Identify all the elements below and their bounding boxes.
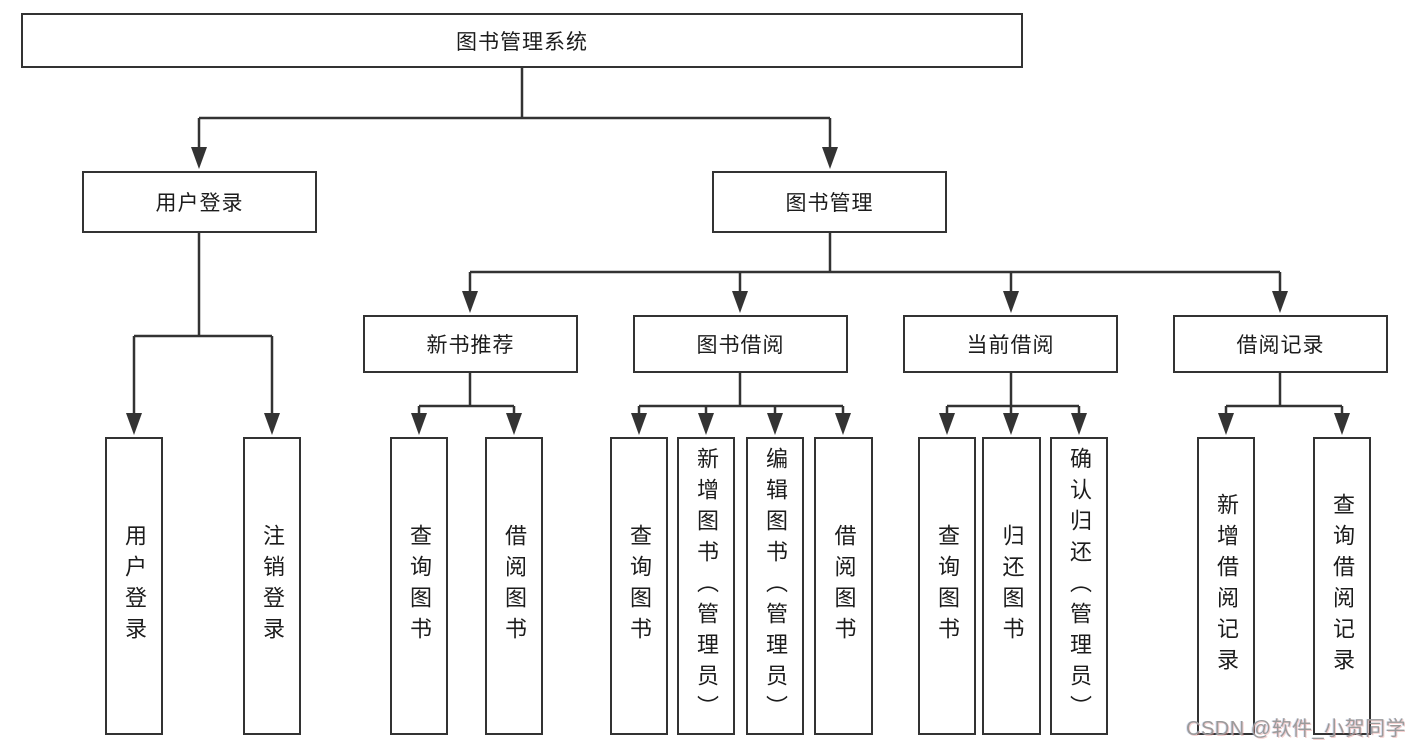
leaf-query-books-recommendation: 查询图书: [390, 437, 448, 735]
node-label: 借阅图书: [831, 524, 857, 648]
node-label: 用户登录: [122, 524, 147, 648]
node-book-management: 图书管理: [712, 171, 947, 233]
node-label: 图书管理系统: [456, 30, 588, 54]
node-label: 借阅记录: [1236, 334, 1325, 357]
node-label: 确认归还（管理员）: [1067, 446, 1092, 726]
node-label: 编辑图书（管理员）: [763, 446, 788, 726]
node-new-book-recommendation: 新书推荐: [363, 315, 578, 373]
leaf-query-books-current: 查询图书: [918, 437, 976, 735]
arrowheads: [126, 147, 1350, 435]
leaf-confirm-return-admin: 确认归还（管理员）: [1050, 437, 1108, 735]
leaf-add-books-admin: 新增图书（管理员）: [677, 437, 735, 735]
node-label: 借阅图书: [502, 524, 527, 648]
node-label: 当前借阅: [966, 334, 1055, 357]
leaf-borrow-books-recommendation: 借阅图书: [485, 437, 543, 735]
node-label: 查询图书: [935, 524, 960, 648]
node-label: 新增借阅记录: [1214, 493, 1239, 679]
node-label: 新增图书（管理员）: [694, 446, 719, 726]
node-label: 图书借阅: [696, 334, 785, 357]
node-library-management-system: 图书管理系统: [21, 13, 1023, 68]
node-label: 新书推荐: [426, 334, 515, 357]
node-label: 图书管理: [785, 192, 874, 215]
leaf-borrow-books: 借阅图书: [814, 437, 873, 735]
node-label: 查询借阅记录: [1330, 493, 1355, 679]
leaf-add-borrow-record: 新增借阅记录: [1197, 437, 1255, 735]
node-label: 注销登录: [260, 524, 285, 648]
leaf-query-borrow-record: 查询借阅记录: [1313, 437, 1371, 735]
node-label: 查询图书: [407, 524, 432, 648]
node-book-borrowing: 图书借阅: [633, 315, 848, 373]
leaf-query-books-borrowing: 查询图书: [610, 437, 668, 735]
node-user-login: 用户登录: [82, 171, 317, 233]
leaf-logout: 注销登录: [243, 437, 301, 735]
leaf-edit-books-admin: 编辑图书（管理员）: [746, 437, 804, 735]
leaf-return-books: 归还图书: [982, 437, 1041, 735]
node-current-borrowing: 当前借阅: [903, 315, 1118, 373]
node-label: 归还图书: [999, 524, 1025, 648]
csdn-watermark: CSDN @软件_小贺同学: [1186, 718, 1405, 740]
leaf-user-login: 用户登录: [105, 437, 163, 735]
node-label: 用户登录: [155, 192, 244, 215]
node-borrowing-records: 借阅记录: [1173, 315, 1388, 373]
node-label: 查询图书: [627, 524, 652, 648]
